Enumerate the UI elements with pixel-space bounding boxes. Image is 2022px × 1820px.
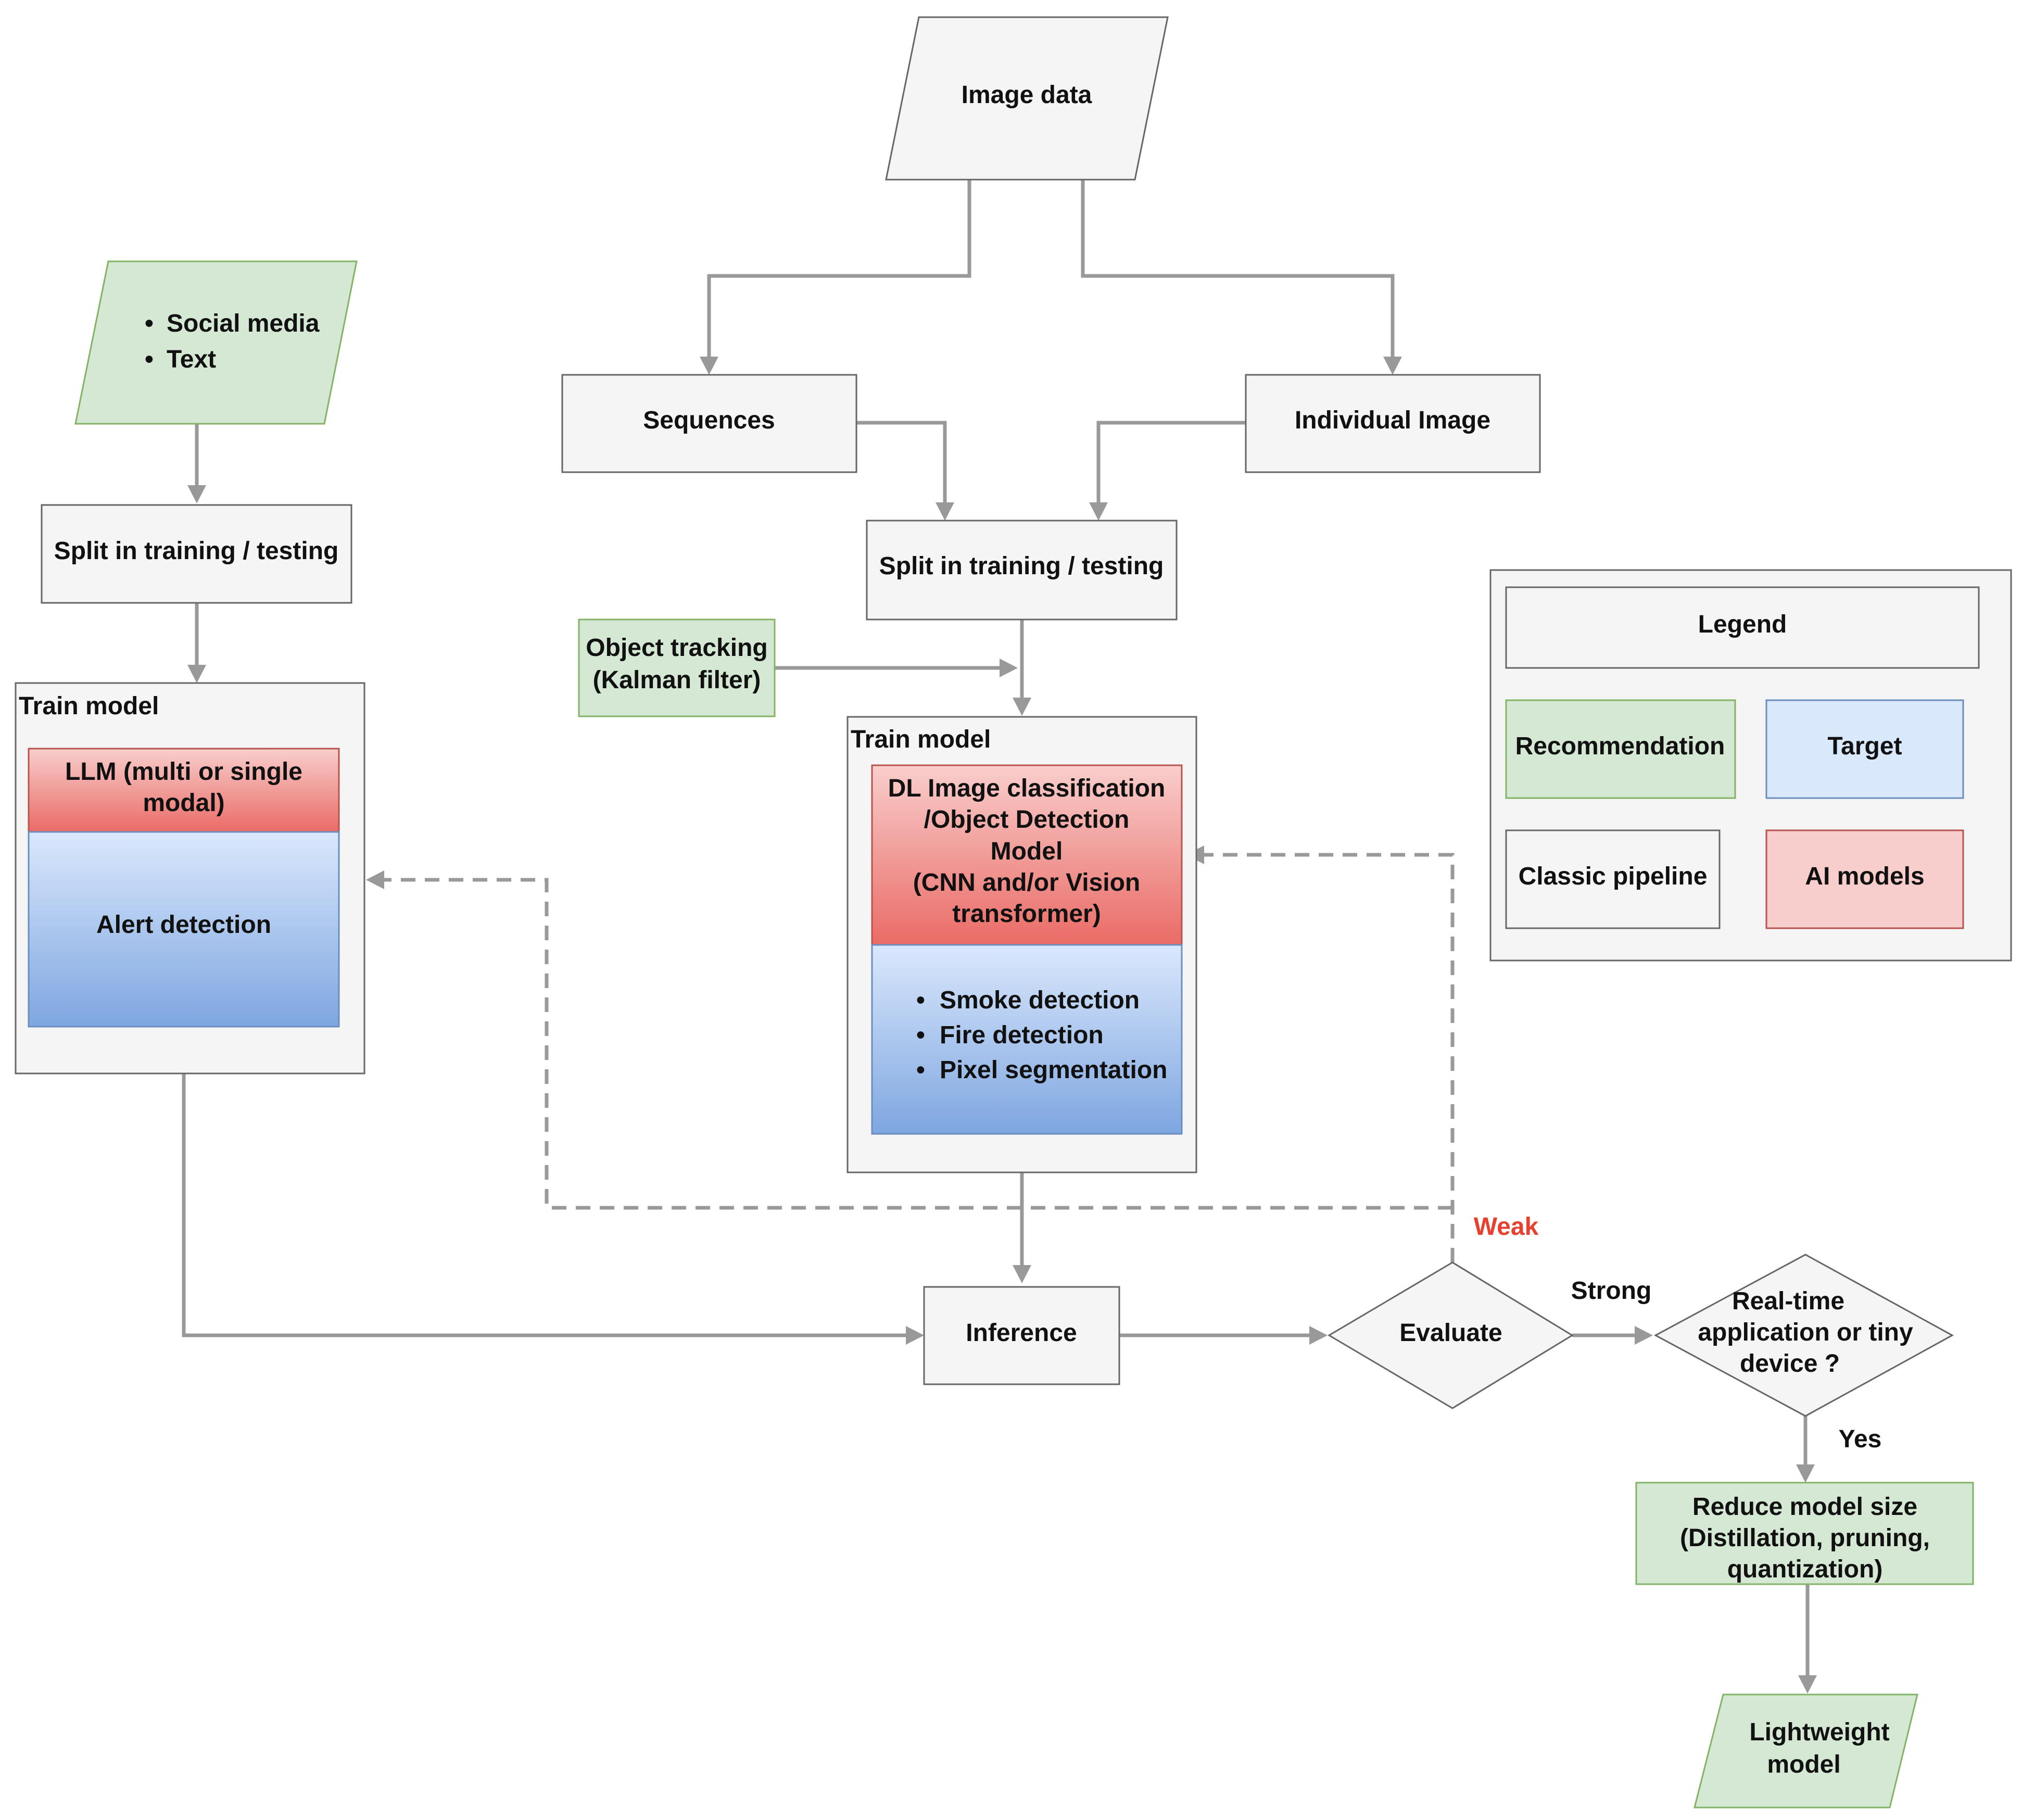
legend-target-swatch [1765,699,1964,799]
split-left-node: Split in training / testing [41,504,352,604]
arrowhead-split-from-individual [1089,502,1108,521]
detection-bullet-1: • [916,987,925,1014]
legend-title-box [1505,586,1980,669]
edge-image-to-individual [1081,180,1395,359]
arrowhead-inference-top [1013,1265,1031,1283]
social-bullet-1: • [145,310,154,337]
reduce-line-1: Reduce model size [1692,1493,1917,1521]
evaluate-node: Evaluate [1328,1261,1574,1409]
arrowhead-realtime [1635,1326,1653,1345]
detection-item-fire: Fire detection [940,1021,1104,1049]
legend-panel: Legend Recommendation Target Classic pip… [1489,569,2012,962]
image-data-label: Image data [962,81,1092,109]
connectors [182,180,1817,1693]
arrowhead-split-from-sequences [936,502,954,521]
individual-image-label: Individual Image [1295,407,1490,434]
lightweight-line-1: Lightweight [1749,1718,1889,1746]
realtime-decision-node: Real-time application or tiny device ? [1653,1254,1954,1417]
arrowhead-lightweight [1798,1675,1817,1693]
object-tracking-line-1: Object tracking [586,634,767,662]
arrowhead-evaluate [1309,1326,1328,1345]
detection-bullet-2: • [916,1021,925,1049]
evaluate-label: Evaluate [1399,1319,1502,1347]
realtime-line-1: Real-time [1732,1287,1844,1315]
legend-ai-swatch [1765,829,1964,929]
object-tracking-node: Object tracking (Kalman filter) [578,618,776,717]
split-center-label: Split in training / testing [879,552,1164,580]
dl-model-line-5: transformer) [952,900,1101,928]
arrowhead-inference-left [906,1326,924,1345]
individual-image-node: Individual Image [1245,374,1541,473]
alert-detection-block [28,831,340,1028]
split-left-label: Split in training / testing [54,537,339,565]
edge-weak-to-dl-model [1203,853,1455,1262]
legend-target-label: Target [1827,732,1902,760]
object-tracking-line-2: (Kalman filter) [593,666,761,694]
dl-model-line-4: (CNN and/or Vision [913,869,1140,896]
split-center-node: Split in training / testing [866,520,1178,621]
arrowhead-individual [1383,357,1402,375]
arrowhead-split-left [187,485,206,503]
alert-detection-label: Alert detection [96,911,271,939]
arrowhead-train-center [1013,698,1031,716]
edge-image-to-sequences [707,180,971,359]
dl-model-line-2: /Object Detection [924,806,1130,833]
legend-recommendation-swatch [1505,699,1736,799]
lightweight-model-node: Lightweight model [1694,1693,1918,1809]
llm-block [28,748,340,833]
arrowhead-reduce [1796,1464,1815,1483]
legend-ai-label: AI models [1805,863,1924,890]
detection-tasks-block [871,944,1183,1135]
image-data-node: Image data [885,16,1169,181]
social-item-text: Text [167,346,216,373]
reduce-model-node: Reduce model size (Distillation, pruning… [1635,1482,1974,1585]
realtime-line-3: device ? [1740,1350,1840,1377]
dl-model-line-3: Model [991,838,1063,865]
edge-label-yes: Yes [1839,1425,1882,1453]
train-model-center-title: Train model [851,726,991,753]
llm-line-1: LLM (multi or single [65,758,302,786]
train-model-left-title: Train model [19,692,159,720]
legend-classic-label: Classic pipeline [1519,863,1708,890]
social-item-social-media: Social media [167,310,320,337]
social-bullet-2: • [145,346,154,373]
detection-bullet-3: • [916,1056,925,1084]
inference-node: Inference [923,1286,1120,1385]
train-model-left-container: Train model LLM (multi or single modal) … [15,682,365,1075]
legend-recommendation-label: Recommendation [1515,732,1725,760]
legend-title: Legend [1698,611,1787,638]
realtime-line-2: application or tiny [1698,1319,1913,1346]
arrowhead-tracking [1000,659,1018,677]
edge-sequences-to-split [856,421,947,505]
sequences-node: Sequences [561,374,857,473]
dl-model-line-1: DL Image classification [888,775,1166,802]
detection-item-pixel: Pixel segmentation [940,1056,1167,1084]
edge-individual-to-split [1096,421,1246,505]
arrowhead-sequences [700,357,718,375]
arrowhead-train-left [187,665,206,683]
edge-train-left-to-inference [182,1073,908,1337]
social-media-node: • Social media • Text [74,260,358,425]
arrowhead-weak-left [366,870,384,889]
inference-label: Inference [966,1319,1077,1347]
train-model-center-container: Train model DL Image classification /Obj… [846,716,1197,1173]
lightweight-line-2: model [1767,1751,1840,1778]
llm-line-2: modal) [143,789,224,817]
reduce-line-2: (Distillation, pruning, [1680,1524,1930,1552]
sequences-label: Sequences [643,407,775,434]
reduce-line-3: quantization) [1727,1556,1883,1583]
dl-model-block [871,764,1183,946]
detection-item-smoke: Smoke detection [940,987,1140,1014]
edge-label-weak: Weak [1474,1213,1539,1241]
legend-classic-swatch [1505,829,1721,929]
edge-label-strong: Strong [1571,1277,1652,1305]
